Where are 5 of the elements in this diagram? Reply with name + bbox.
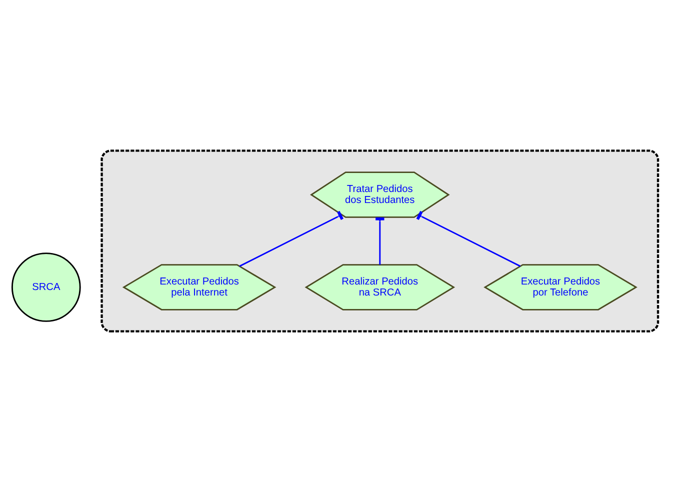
cluster: [100, 149, 660, 332]
connector: [376, 216, 384, 264]
connector: [239, 210, 344, 266]
connector: [416, 210, 521, 266]
node-circle: SRCA: [11, 252, 81, 322]
